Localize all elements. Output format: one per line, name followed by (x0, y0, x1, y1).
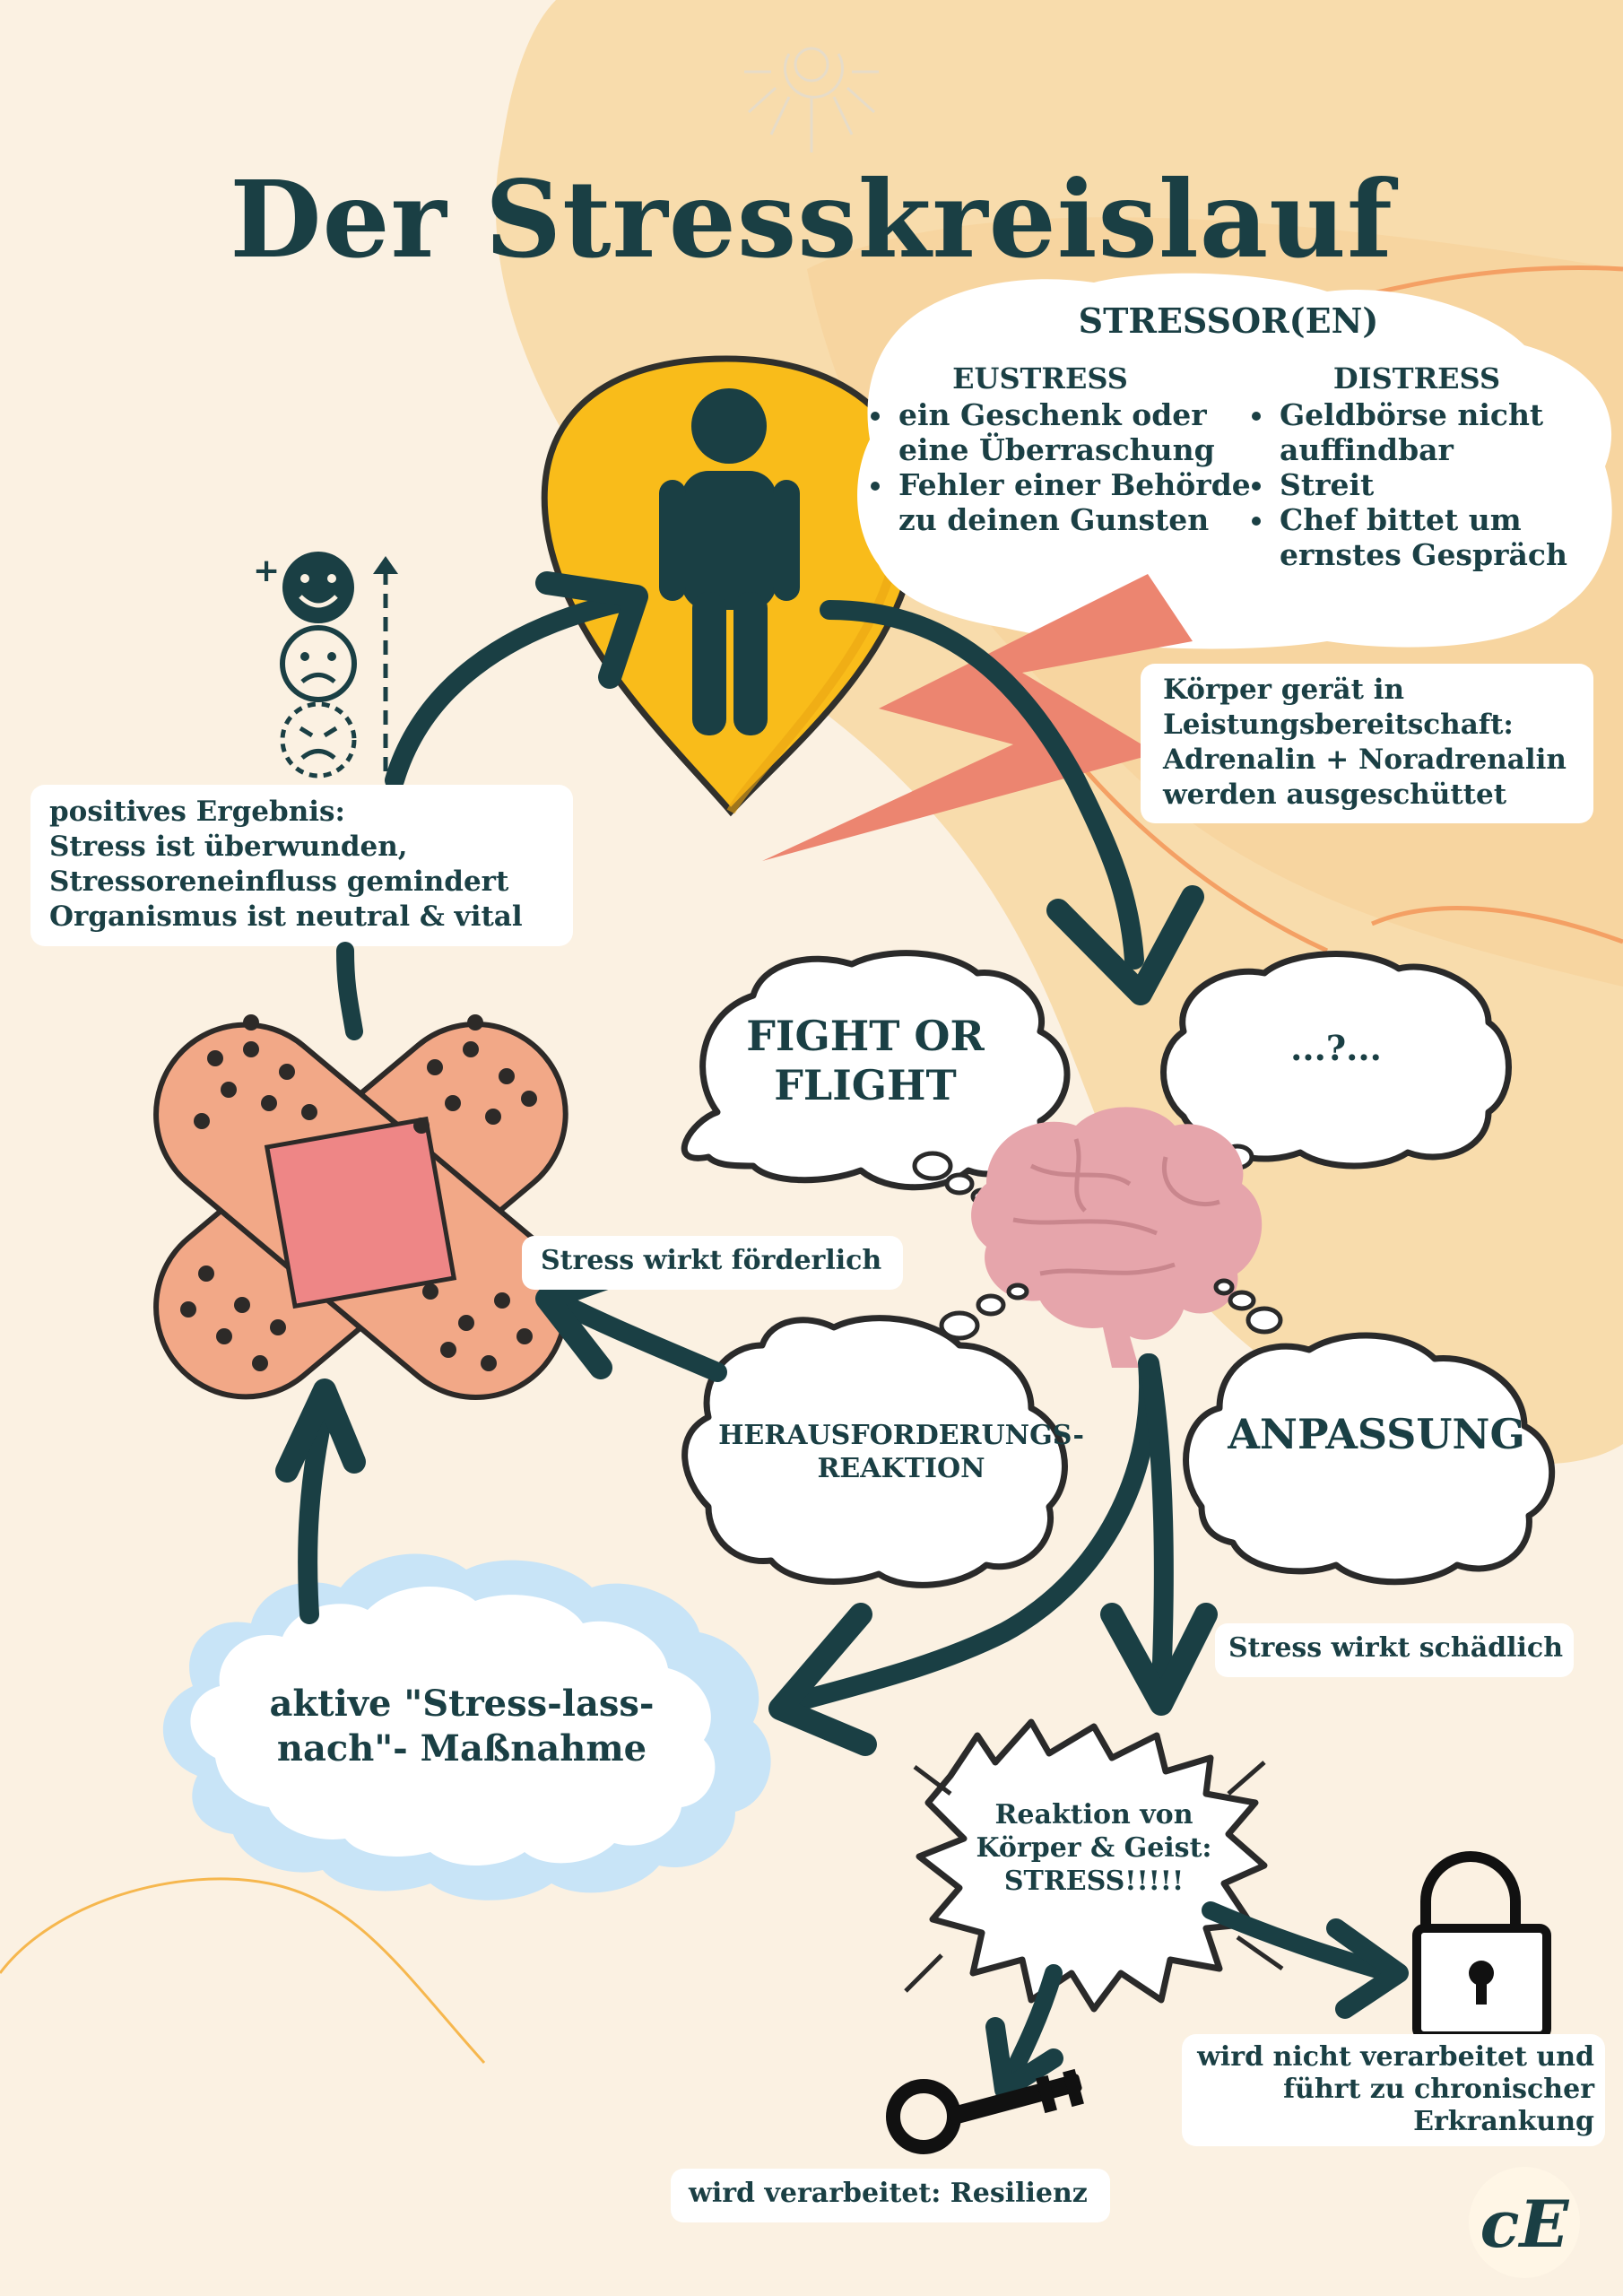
eustress-list: ein Geschenk oder eine Überraschung Fehl… (861, 397, 1254, 537)
arrow-to-pin (385, 591, 638, 790)
arrow-relief-to-bandage-head (275, 1378, 366, 1483)
body-reaction-text: Körper gerät in Leistungsbereitschaft: A… (1163, 673, 1567, 813)
positive-result-text: positives Ergebnis: Stress ist überwunde… (49, 795, 523, 935)
arrow-brain-to-stress (1140, 1353, 1174, 1696)
challenge-line: HERAUSFORDERUNGS- (718, 1420, 1084, 1451)
arrow-brain-to-relief (779, 1353, 1159, 1714)
stress-beneficial-label: Stress wirkt förderlich (541, 1245, 882, 1276)
body-reaction-line: Leistungsbereitschaft: (1163, 709, 1514, 741)
distress-item: Chef bittet um ernstes Gespräch (1276, 502, 1623, 572)
body-reaction-line: werden ausgeschüttet (1163, 778, 1507, 811)
positive-result-bg (30, 785, 573, 946)
stressor-cloud (857, 273, 1612, 649)
stress-reaction-line: Reaktion von (994, 1799, 1193, 1831)
chronic-bg (1182, 2034, 1605, 2146)
positive-result-line: positives Ergebnis: (49, 796, 345, 828)
cloud-fight-or-flight (681, 950, 1071, 1205)
orange-line-3 (1371, 906, 1623, 944)
distress-item: Streit (1276, 467, 1623, 502)
arrow-to-brain-head (1046, 885, 1204, 1005)
orange-line-bottom (0, 1877, 486, 2065)
relief-measure-line: aktive "Stress-lass- (269, 1683, 655, 1725)
body-reaction-bg (1141, 664, 1593, 823)
chronic-line: wird nicht verarbeitet und (1197, 2041, 1594, 2073)
relief-cloud (162, 1553, 771, 1900)
stressor-heading: STRESSOR(EN) (1078, 300, 1379, 341)
stress-harmful-bg (1215, 1623, 1574, 1677)
arrow-to-lock-head (1326, 1918, 1409, 2019)
arrow-to-key-head (985, 2017, 1063, 2100)
eustress-item: ein Geschenk oder eine Überraschung (895, 397, 1254, 467)
arrow-relief-to-bandage (298, 1407, 333, 1624)
positive-result-line: Organismus ist neutral & vital (49, 900, 523, 933)
relief-measure-line: nach"- Maßnahme (276, 1727, 647, 1770)
distress-list: Geldbörse nicht auffindbar Streit Chef b… (1242, 397, 1623, 572)
chronic-line: führt zu chronischer (1283, 2074, 1594, 2105)
moon-logo-icon (744, 47, 879, 152)
arrow-to-key (1000, 1964, 1063, 2090)
stress-beneficial-bg (522, 1236, 903, 1290)
svg-text:+: + (253, 552, 280, 589)
arrow-to-bandage (546, 1291, 727, 1382)
lock-icon (1412, 1851, 1551, 2040)
adaptation-text: ANPASSUNG (1228, 1410, 1525, 1458)
positive-result-line: Stressoreneinfluss gemindert (49, 865, 509, 898)
fight-or-flight-text: FIGHT OR FLIGHT (717, 1012, 1013, 1110)
bandage-icon (153, 1014, 568, 1400)
mood-scale-icon: + (253, 552, 398, 778)
fight-or-flight-line: FIGHT OR (746, 1012, 985, 1060)
chronic-line: Erkrankung (1413, 2106, 1594, 2137)
challenge-line: REAKTION (817, 1453, 985, 1484)
key-icon (886, 2068, 1084, 2154)
chronic-text: wird nicht verarbeitet und führt zu chro… (1193, 2041, 1594, 2138)
arrow-brain-to-relief-head (768, 1603, 877, 1756)
arrow-to-pin-head (535, 571, 648, 689)
stress-reaction-line: STRESS!!!!! (1003, 1866, 1185, 1897)
stress-harmful-label: Stress wirkt schädlich (1228, 1632, 1564, 1664)
arrow-to-lock (1202, 1901, 1399, 1982)
person-pin-icon (541, 355, 920, 817)
resilience-bg (671, 2169, 1110, 2222)
positive-result-line: Stress ist überwunden, (49, 831, 408, 863)
stress-reaction-text: Reaktion von Körper & Geist: STRESS!!!!! (950, 1798, 1237, 1898)
body-reaction-line: Adrenalin + Noradrenalin (1163, 744, 1567, 776)
stress-starburst (904, 1718, 1284, 2013)
cloud-adaptation (1183, 1278, 1556, 1586)
stress-reaction-line: Körper & Geist: (976, 1832, 1212, 1864)
lightning-icon (762, 574, 1193, 861)
cloud-challenge (681, 1283, 1068, 1588)
line-bandage-to-result (336, 942, 363, 1040)
relief-measure-text: aktive "Stress-lass- nach"- Maßnahme (206, 1682, 717, 1771)
eustress-label: EUSTRESS (952, 361, 1128, 396)
challenge-text: HERAUSFORDERUNGS- REAKTION (713, 1419, 1089, 1485)
fight-or-flight-line: FLIGHT (774, 1061, 957, 1109)
distress-item: Geldbörse nicht auffindbar (1276, 397, 1623, 467)
svg-text:cE: cE (1480, 2186, 1570, 2262)
unknown-thought-text: ...?... (1290, 1028, 1382, 1068)
brain-icon (971, 1107, 1263, 1368)
eustress-item: Fehler einer Behörde zu deinen Gunsten (895, 467, 1254, 537)
body-reaction-line: Körper gerät in (1163, 674, 1405, 706)
arrow-to-brain (820, 600, 1144, 970)
resilience-label: wird verarbeitet: Resilienz (689, 2178, 1088, 2209)
distress-label: DISTRESS (1332, 361, 1501, 396)
page-title: Der Stresskreislauf (230, 157, 1393, 282)
ce-logo-icon: cE (1469, 2167, 1580, 2278)
arrow-brain-to-stress-head (1100, 1603, 1218, 1716)
